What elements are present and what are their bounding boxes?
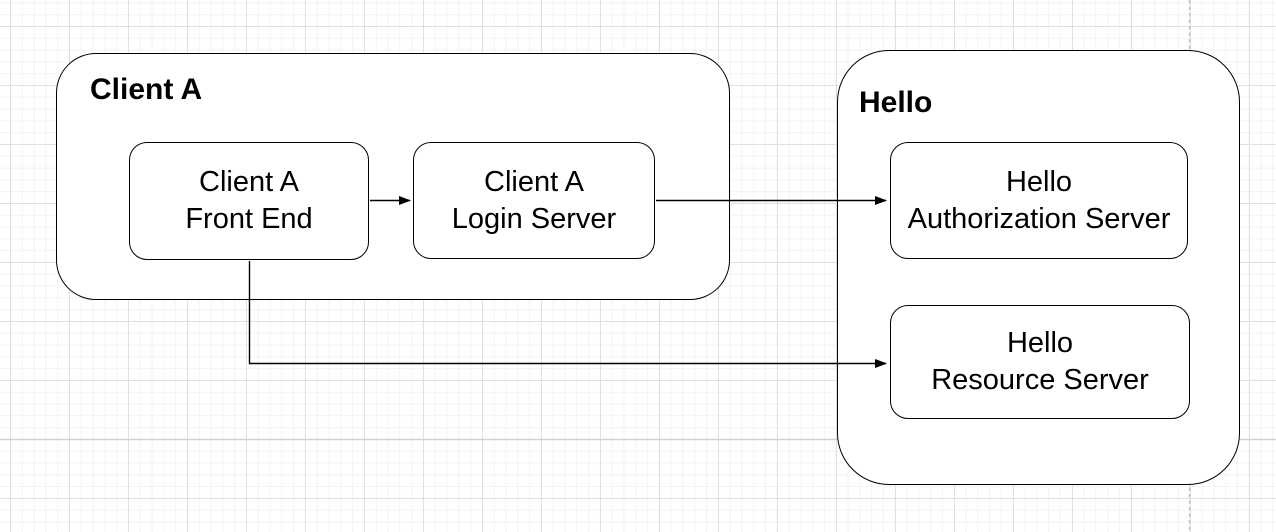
node-client-a-login-server-label: Client A Login Server xyxy=(451,165,617,235)
group-client-a-title: Client A xyxy=(90,73,203,106)
group-hello[interactable]: Hello xyxy=(837,50,1240,485)
group-hello-title: Hello xyxy=(859,86,933,119)
node-client-a-login-server[interactable]: Client A Login Server xyxy=(413,142,655,259)
node-hello-resource-server-label: Hello Resource Server xyxy=(931,327,1149,396)
node-client-a-front-end-label: Client A Front End xyxy=(185,166,313,235)
node-hello-authorization-server-label: Hello Authorization Server xyxy=(907,165,1171,235)
node-hello-authorization-server[interactable]: Hello Authorization Server xyxy=(890,142,1188,259)
node-hello-resource-server[interactable]: Hello Resource Server xyxy=(890,305,1190,419)
node-client-a-front-end[interactable]: Client A Front End xyxy=(129,142,369,260)
